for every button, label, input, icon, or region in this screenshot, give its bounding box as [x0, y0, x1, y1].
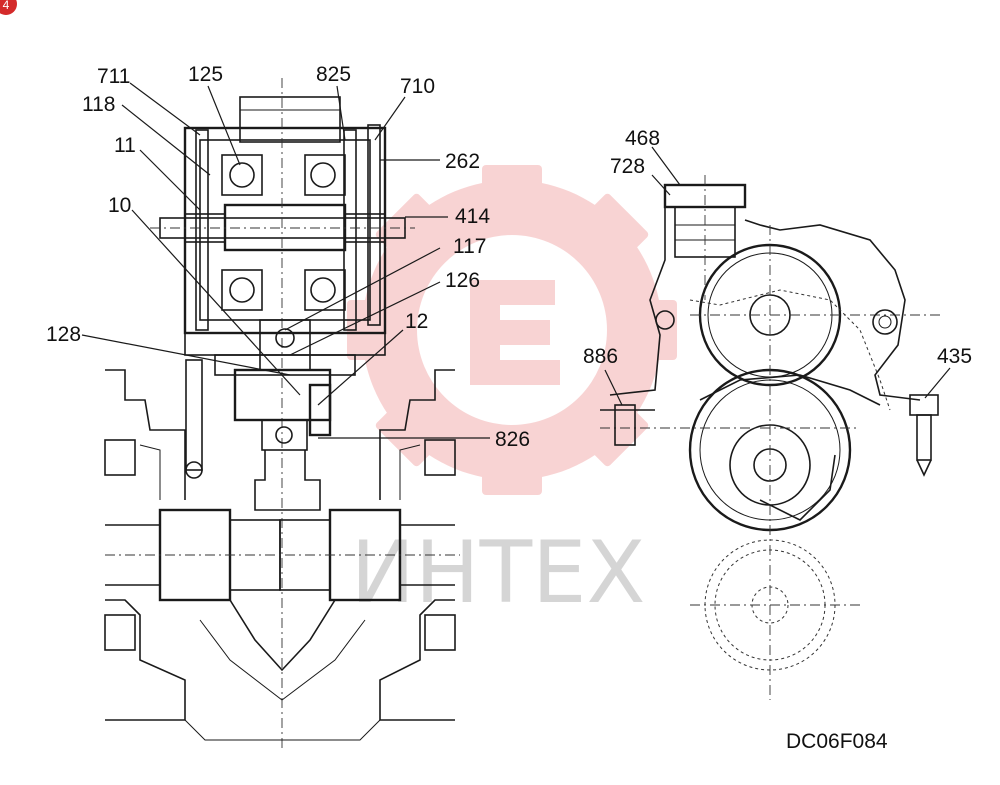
part-label-711: 711	[97, 65, 130, 88]
part-label-468: 468	[625, 127, 660, 150]
watermark-gear-icon	[347, 165, 677, 495]
part-label-414: 414	[455, 205, 490, 228]
part-labels: 711 125 825 710 118 11 262 10 414 117 12…	[46, 63, 972, 451]
part-label-262: 262	[445, 150, 480, 173]
corner-badge: 4	[0, 0, 17, 15]
watermark-text: ИНТЕХ	[351, 523, 646, 623]
part-label-12: 12	[405, 310, 428, 333]
part-label-710: 710	[400, 75, 435, 98]
part-label-126: 126	[445, 269, 480, 292]
watermark-logo	[347, 165, 677, 495]
part-label-125: 125	[188, 63, 223, 86]
part-label-11: 11	[114, 134, 136, 157]
part-label-128: 128	[46, 323, 81, 346]
part-label-435: 435	[937, 345, 972, 368]
part-label-886: 886	[583, 345, 618, 368]
part-label-826: 826	[495, 428, 530, 451]
part-label-825: 825	[316, 63, 351, 86]
left-section-view	[104, 78, 460, 750]
part-label-117: 117	[453, 235, 486, 258]
right-side-view	[600, 175, 940, 700]
leader-lines	[81, 82, 951, 439]
part-label-728: 728	[610, 155, 645, 178]
part-label-118: 118	[82, 93, 115, 116]
corner-badge-text: 4	[3, 0, 10, 12]
drawing-code: DC06F084	[786, 730, 888, 753]
part-label-10: 10	[108, 194, 131, 217]
